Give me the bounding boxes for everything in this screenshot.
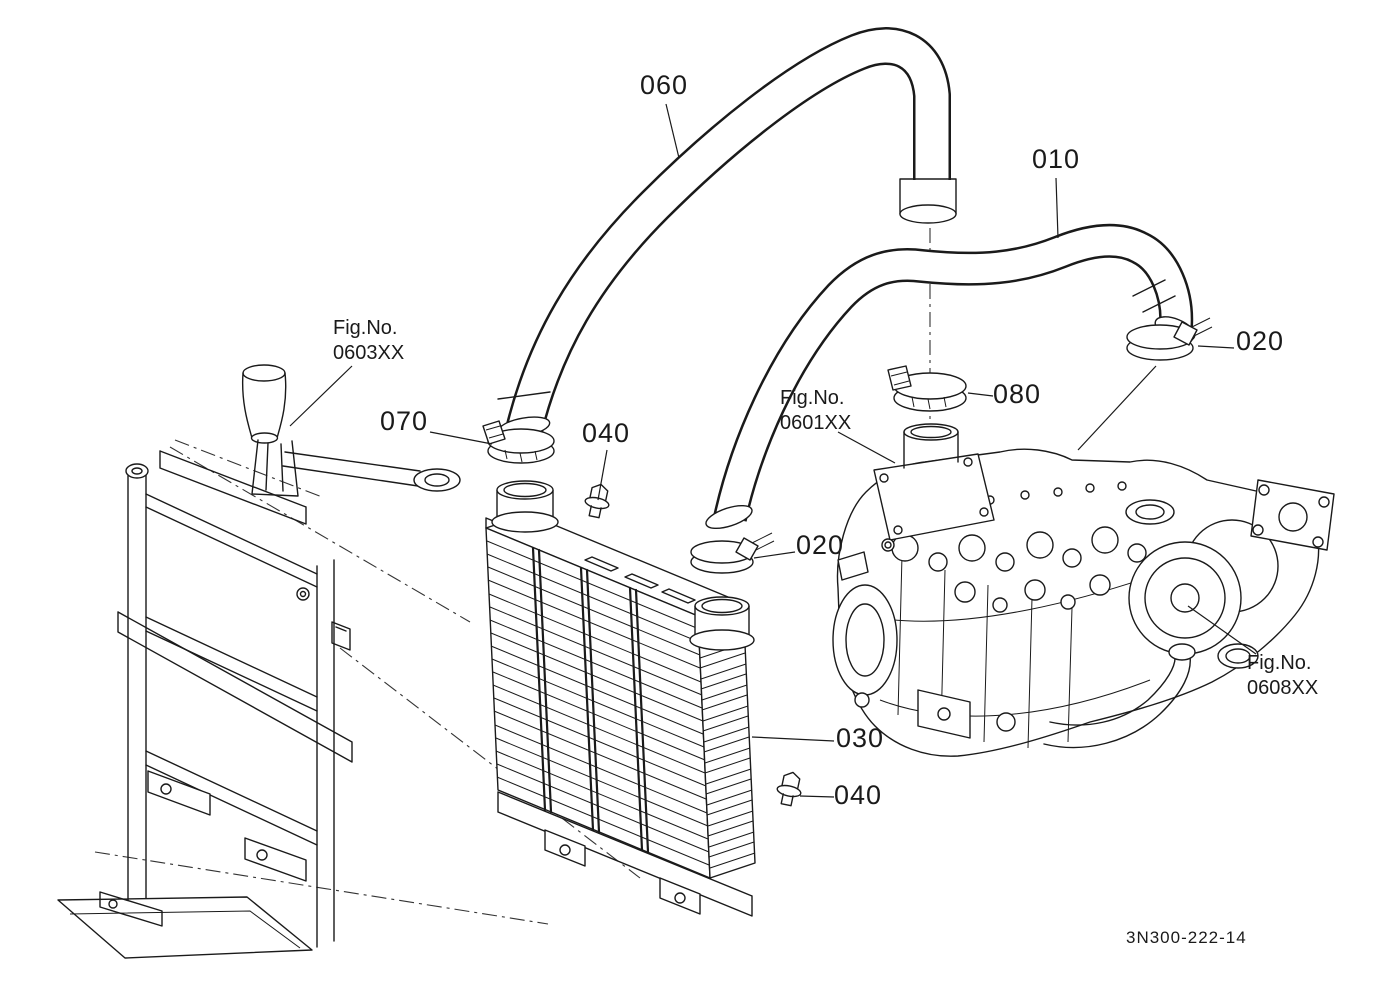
callout-020-right: 020 — [1236, 326, 1285, 356]
drawing-number: 3N300-222-14 — [1126, 928, 1247, 947]
intercooler-drawing — [485, 480, 756, 917]
callout-030: 030 — [836, 723, 885, 753]
figref-0601-line1: Fig.No. — [780, 387, 845, 409]
callout-080: 080 — [993, 379, 1042, 409]
figref-0601: Fig.No. 0601XX — [780, 386, 851, 436]
bolt-040-top-drawing — [581, 481, 614, 520]
bolt-040-bottom-drawing — [773, 769, 806, 808]
figref-0601-line2: 0601XX — [780, 412, 852, 434]
clamp-080-drawing — [887, 365, 967, 412]
callout-060: 060 — [640, 70, 689, 100]
figref-0608-line1: Fig.No. — [1247, 652, 1312, 674]
callout-040-top: 040 — [582, 418, 631, 448]
clamp-070-drawing — [482, 420, 555, 464]
figref-0603-line2: 0603XX — [333, 342, 405, 364]
figref-0603-line1: Fig.No. — [333, 317, 398, 339]
hose-060-drawing — [497, 27, 957, 438]
engine-drawing — [832, 423, 1335, 757]
callout-070: 070 — [380, 406, 429, 436]
callout-020-left: 020 — [796, 530, 845, 560]
frame-drawing — [57, 450, 353, 959]
leader-lines — [289, 103, 1257, 798]
figref-0608: Fig.No. 0608XX — [1247, 651, 1318, 701]
fig-0603-part-drawing — [241, 364, 461, 497]
figref-0603: Fig.No. 0603XX — [333, 316, 404, 366]
clamp-020-right-drawing — [1126, 317, 1213, 361]
clamp-020-left-drawing — [690, 532, 775, 574]
figref-0608-line2: 0608XX — [1247, 677, 1319, 699]
callout-010: 010 — [1032, 144, 1081, 174]
callout-040-bottom: 040 — [834, 780, 883, 810]
